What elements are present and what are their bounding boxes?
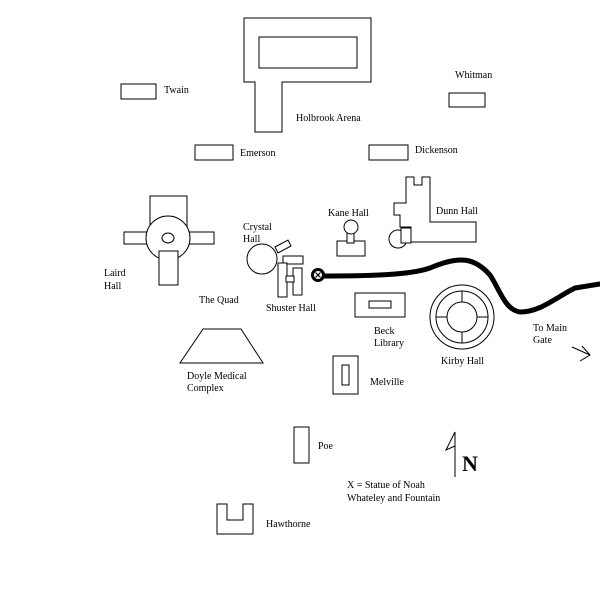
shuster-hall-label: Shuster Hall xyxy=(266,303,316,314)
dunn-hall-label: Dunn Hall xyxy=(436,206,478,217)
poe-building[interactable] xyxy=(293,426,310,464)
crystal-hall-label-line1: Crystal xyxy=(243,222,272,233)
north-arrow-icon xyxy=(444,431,456,477)
emerson-building[interactable] xyxy=(194,144,234,161)
twain-building[interactable] xyxy=(120,83,157,100)
laird-hall[interactable] xyxy=(123,195,215,286)
compass-letter: N xyxy=(462,451,478,476)
whitman-building[interactable] xyxy=(448,92,486,108)
melville-building[interactable] xyxy=(332,355,359,395)
dickenson-label: Dickenson xyxy=(415,145,458,156)
road-to-main-gate xyxy=(319,257,600,315)
beck-library[interactable] xyxy=(354,292,406,318)
doyle-medical-label-line1: Doyle Medical xyxy=(187,371,247,382)
the-quad-label: The Quad xyxy=(199,295,239,306)
kane-hall[interactable] xyxy=(336,219,366,257)
kane-hall-label: Kane Hall xyxy=(328,208,369,219)
hawthorne-label: Hawthorne xyxy=(266,519,311,530)
kirby-hall[interactable] xyxy=(429,284,495,350)
whitman-label: Whitman xyxy=(455,70,492,81)
dickenson-building[interactable] xyxy=(368,144,409,161)
melville-label: Melville xyxy=(370,377,404,388)
crystal-hall[interactable] xyxy=(246,239,292,275)
emerson-label: Emerson xyxy=(240,148,276,159)
main-gate-label-line2: Gate xyxy=(533,335,552,346)
legend-line2: Whateley and Fountain xyxy=(347,493,440,504)
doyle-medical-complex[interactable] xyxy=(179,328,264,364)
hawthorne-building[interactable] xyxy=(216,503,254,535)
poe-label: Poe xyxy=(318,441,334,452)
gate-arrow-icon xyxy=(571,345,591,362)
holbrook-arena-label: Holbrook Arena xyxy=(296,113,361,124)
laird-hall-label-line2: Hall xyxy=(104,281,121,292)
dunn-hall[interactable] xyxy=(388,176,477,249)
beck-library-label-line2: Library xyxy=(374,338,404,349)
statue-marker-icon[interactable] xyxy=(311,268,325,282)
laird-hall-label-line1: Laird xyxy=(104,268,126,279)
shuster-hall[interactable] xyxy=(277,255,304,298)
doyle-medical-label-line2: Complex xyxy=(187,383,224,394)
kirby-hall-label: Kirby Hall xyxy=(441,356,484,367)
crystal-hall-label-line2: Hall xyxy=(243,234,260,245)
holbrook-arena[interactable] xyxy=(243,17,372,133)
main-gate-label-line1: To Main xyxy=(533,323,567,334)
beck-library-label-line1: Beck xyxy=(374,326,395,337)
twain-label: Twain xyxy=(164,85,189,96)
legend-line1: X = Statue of Noah xyxy=(347,480,425,491)
